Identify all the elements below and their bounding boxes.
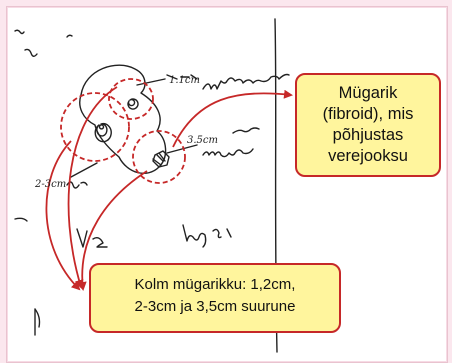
handwriting-scribble	[202, 73, 290, 90]
fibroid-small-sketch	[127, 98, 139, 110]
highlight-fibroid-large	[132, 130, 186, 184]
three-fibroids-callout: Kolm mügarikku: 1,2cm, 2-3cm ja 3,5cm su…	[89, 263, 341, 333]
arrow-to-three-callout	[45, 140, 81, 291]
handwritten-size-small: 1.1cm	[169, 75, 200, 86]
fibroid-bleeding-callout: Mügarik (fibroid), mis põhjustas verejoo…	[295, 73, 441, 177]
callout-line: (fibroid), mis	[322, 105, 414, 123]
highlight-fibroid-medium	[60, 92, 130, 162]
arrow-to-fibroid-callout	[172, 89, 293, 148]
handwritten-size-medium: 2-3cm	[34, 179, 66, 190]
leader-line	[70, 162, 98, 178]
uterus-fibroid-sketch: 1.1cm 3.5cm 2-3cm	[14, 18, 414, 353]
scanned-handwritten-note: 1.1cm 3.5cm 2-3cm Mügarik (fibroid), mis…	[6, 6, 448, 363]
leader-line	[166, 144, 198, 154]
arrow-to-three-callout	[77, 170, 148, 291]
callout-line: Kolm mügarikku: 1,2cm,	[134, 276, 296, 293]
handwriting-scribble	[14, 217, 28, 222]
callout-line: 2-3cm ja 3,5cm suurune	[134, 298, 296, 315]
arrow-to-three-callout	[67, 86, 118, 289]
fibroid-large-sketch	[152, 150, 170, 168]
handwriting-scribble	[232, 127, 260, 134]
handwriting-scribble	[182, 224, 232, 248]
callout-line: Mügarik	[338, 84, 398, 102]
callout-line: verejooksu	[328, 147, 408, 165]
handwriting-scribble	[34, 308, 41, 336]
handwriting-scribble	[76, 228, 108, 248]
handwriting-scribble	[202, 148, 254, 158]
handwritten-size-large: 3.5cm	[187, 135, 218, 146]
ink-scribble	[14, 29, 73, 57]
leader-line	[136, 74, 198, 86]
highlight-fibroid-small	[108, 78, 154, 120]
fibroid-medium-sketch	[94, 122, 112, 143]
callout-line: põhjustas	[332, 126, 404, 144]
